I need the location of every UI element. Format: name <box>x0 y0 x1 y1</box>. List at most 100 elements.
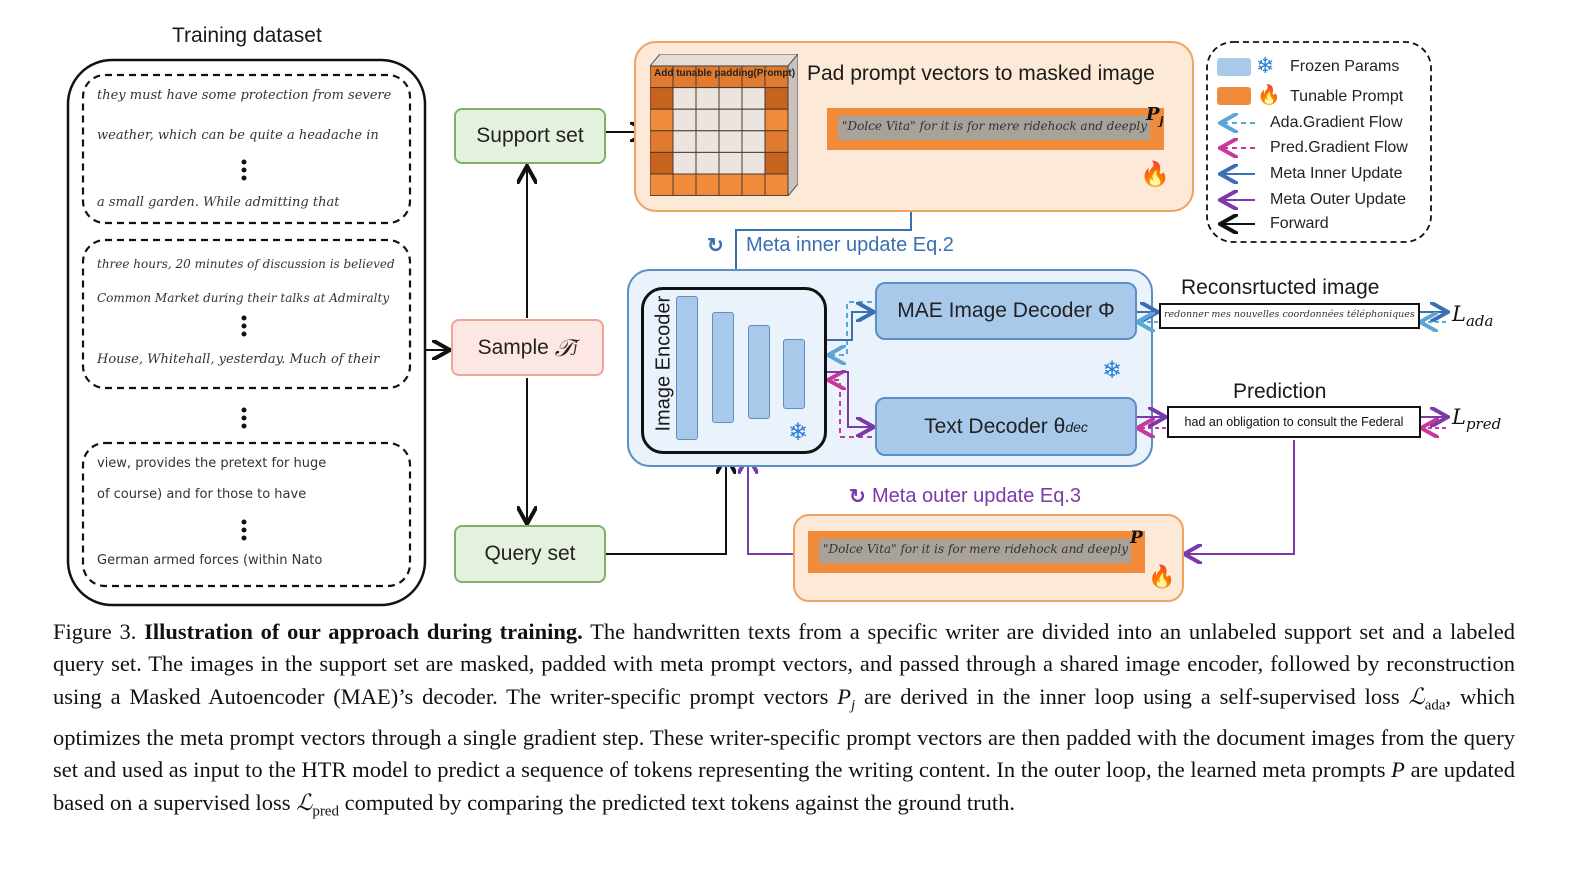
caption-title: Illustration of our approach during trai… <box>144 619 583 644</box>
support-set-label: Support set <box>476 124 584 147</box>
sample-symbol: 𝒯 <box>554 333 574 362</box>
image-cell <box>695 87 720 110</box>
encoder-layer <box>783 339 805 409</box>
support-masked-image <box>838 116 1150 140</box>
handwriting-line: they must have some protection from seve… <box>97 88 392 103</box>
padding-label: Add tunable padding(Prompt) <box>654 68 796 79</box>
query-strip-text: "Dolce Vita" for it is for mere ridehock… <box>823 542 1128 556</box>
prompt-cell <box>764 173 789 197</box>
caption-math: ada <box>1424 697 1446 714</box>
flame-icon: 🔥 <box>1257 85 1281 106</box>
flame-icon: 🔥 <box>1148 564 1176 589</box>
prediction-text: had an obligation to consult the Federal <box>1184 415 1404 429</box>
image-cell <box>718 108 743 132</box>
handwriting-line: a small garden. While admitting that <box>97 195 340 210</box>
legend-frame <box>1206 41 1432 243</box>
sample-subscript: j <box>573 339 578 356</box>
frozen-swatch <box>1217 58 1251 76</box>
text-decoder-label: Text Decoder θ <box>924 414 1066 438</box>
reconstructed-title: Reconsrtucted image <box>1181 276 1380 299</box>
image-cell <box>718 130 743 153</box>
meta-inner-icon: ↻ <box>707 235 724 257</box>
prompt-cell <box>649 87 674 110</box>
image-cell <box>741 151 766 175</box>
snowflake-icon: ❄ <box>1256 53 1275 78</box>
figure-caption: Figure 3. Illustration of our approach d… <box>53 616 1515 827</box>
caption-math: ℒ <box>1408 683 1425 709</box>
prompt-cell <box>741 173 766 197</box>
query-set-box: Query set <box>454 525 606 583</box>
meta-inner-label: Meta inner update Eq.2 <box>746 234 954 256</box>
reconstructed-text: redonner mes nouvelles coordonnées télép… <box>1164 309 1415 320</box>
text-decoder-sub: dec <box>1065 418 1088 435</box>
support-strip-text: "Dolce Vita" for it is for mere ridehock… <box>842 119 1147 133</box>
caption-math: j <box>850 697 856 714</box>
padding-grid-svg <box>648 52 800 198</box>
query-set-label: Query set <box>484 542 576 565</box>
l-pred-label: Lpred <box>1452 405 1502 434</box>
training-dataset-title: Training dataset <box>172 24 322 47</box>
dataset-group-3 <box>81 441 412 588</box>
image-cell <box>695 130 720 153</box>
p-label: P <box>1130 528 1143 548</box>
caption-text: are updated based on a supervised loss <box>53 757 1515 815</box>
prompt-cell <box>649 108 674 132</box>
support-set-box: Support set <box>454 108 606 164</box>
query-masked-image <box>819 539 1131 563</box>
handwriting-line: German armed forces (within Nato <box>97 553 323 568</box>
prompt-cell <box>649 173 674 197</box>
prompt-cell <box>718 173 743 197</box>
meta-outer-label: Meta outer update Eq.3 <box>872 485 1082 507</box>
prediction-output: had an obligation to consult the Federal <box>1167 406 1421 438</box>
ellipsis-dots <box>241 159 247 541</box>
mae-decoder-box: MAE Image Decoder Φ <box>875 282 1137 340</box>
image-cell <box>741 87 766 110</box>
prompt-cell <box>672 173 697 197</box>
snowflake-icon: ❄ <box>788 419 809 446</box>
caption-text: computed by comparing the predicted text… <box>338 789 1016 815</box>
image-cell <box>672 151 697 175</box>
figure-label: Figure 3. <box>53 619 137 644</box>
snowflake-icon: ❄ <box>1102 357 1123 384</box>
legend-tunable: Tunable Prompt <box>1290 88 1404 105</box>
image-cell <box>741 108 766 132</box>
caption-math: pred <box>312 803 339 820</box>
prompt-cell <box>649 130 674 153</box>
image-cell <box>672 108 697 132</box>
image-cell <box>672 130 697 153</box>
encoder-layer <box>676 296 698 440</box>
image-encoder-label: Image Encoder <box>652 295 675 432</box>
image-cell <box>741 130 766 153</box>
sample-label: Sample <box>477 335 555 359</box>
legend-frozen: Frozen Params <box>1290 58 1400 75</box>
tunable-swatch <box>1217 87 1251 105</box>
prompt-cell <box>764 87 789 110</box>
encoder-layer <box>712 312 734 423</box>
prompt-cell <box>764 130 789 153</box>
handwriting-line: House, Whitehall, yesterday. Much of the… <box>97 352 380 367</box>
legend-pred-gradient: Pred.Gradient Flow <box>1270 139 1408 156</box>
caption-math: P <box>837 683 851 709</box>
reconstructed-image <box>1159 303 1420 329</box>
l-ada-label: Lada <box>1452 302 1494 331</box>
prompt-cell <box>649 151 674 175</box>
caption-text: are derived in the inner loop using a se… <box>855 683 1409 709</box>
prompt-cell <box>764 151 789 175</box>
prediction-title: Prediction <box>1233 380 1327 403</box>
image-cell <box>695 108 720 132</box>
pad-prompt-title: Pad prompt vectors to masked image <box>807 62 1155 85</box>
caption-text: , which optimizes the meta prompt vector… <box>53 683 1515 783</box>
image-cell <box>718 87 743 110</box>
training-dataset-frame <box>66 58 427 607</box>
prompt-cell <box>764 108 789 132</box>
pj-label: Pj <box>1146 104 1164 128</box>
handwriting-line: weather, which can be quite a headache i… <box>97 128 379 143</box>
prompt-cell <box>695 173 720 197</box>
legend-forward: Forward <box>1270 215 1329 232</box>
caption-math: P <box>1391 757 1405 783</box>
meta-outer-icon: ↻ <box>849 486 866 508</box>
encoder-layer <box>748 325 770 419</box>
mae-decoder-label: MAE Image Decoder Φ <box>897 299 1115 322</box>
